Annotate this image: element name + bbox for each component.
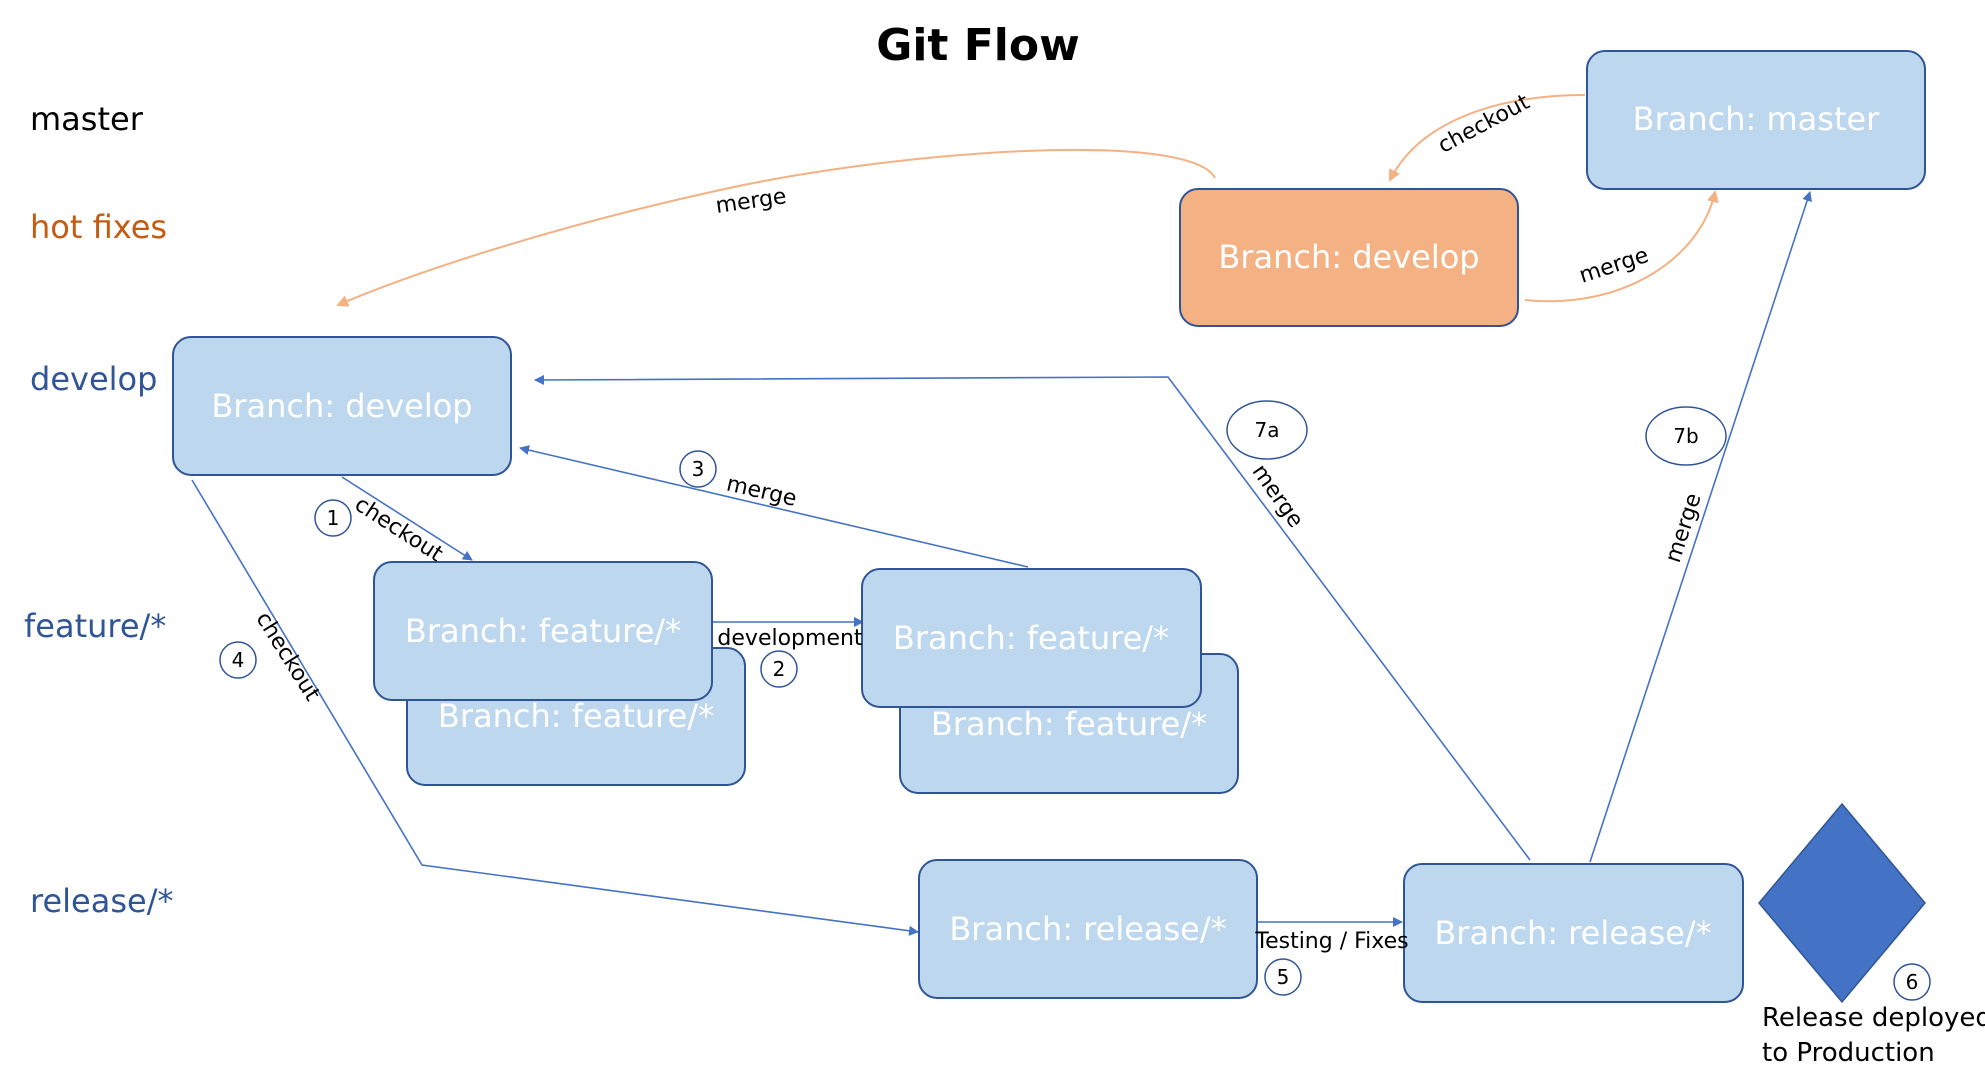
step-marker-1-label: 1: [327, 506, 340, 530]
edge-merge-hotfix-develop: [336, 148, 1216, 307]
step-marker-7a: [1226, 400, 1308, 460]
box-branch-release-1: [918, 859, 1258, 999]
step-marker-1: [314, 499, 352, 537]
edge-merge-release-master: [1589, 191, 1812, 863]
production-note-line2: to Production: [1762, 1038, 1935, 1068]
box-branch-feature-1-back-label: Branch: feature/*: [438, 697, 714, 735]
lane-master: master: [30, 100, 144, 138]
step-marker-6-label: 6: [1906, 970, 1919, 994]
step-marker-7a-label: 7a: [1255, 418, 1280, 442]
label-feature-checkout: checkout: [350, 492, 448, 567]
step-marker-2: [760, 650, 798, 688]
box-branch-develop-label: Branch: develop: [211, 387, 472, 425]
box-branch-hotfix: [1179, 188, 1519, 327]
box-branch-master-label: Branch: master: [1633, 100, 1881, 138]
step-marker-4-label: 4: [232, 648, 245, 672]
box-branch-release-2-label: Branch: release/*: [1434, 914, 1711, 952]
step-marker-6: [1893, 963, 1931, 1001]
label-release-testing: Testing / Fixes: [1254, 929, 1408, 954]
box-branch-feature-1-front: [373, 561, 713, 701]
step-marker-2-label: 2: [773, 657, 786, 681]
edge-checkout-master-hotfix: [1389, 94, 1586, 182]
label-hotfix-merge-master: merge: [1576, 243, 1651, 289]
edge-checkout-develop-feature: [341, 476, 473, 561]
step-marker-7b: [1645, 406, 1727, 466]
step-marker-5: [1264, 958, 1302, 996]
production-note-line1: Release deployed: [1762, 1003, 1985, 1033]
step-marker-5-label: 5: [1277, 965, 1290, 989]
step-marker-4: [219, 641, 257, 679]
lane-feature: feature/*: [24, 607, 166, 645]
box-branch-release-1-label: Branch: release/*: [949, 910, 1226, 948]
step-marker-3: [679, 450, 717, 488]
step-marker-3-label: 3: [692, 457, 705, 481]
edge-merge-hotfix-master: [1524, 190, 1719, 303]
label-feature-development: development: [717, 626, 863, 651]
label-release-checkout: checkout: [251, 608, 325, 706]
lane-release: release/*: [30, 882, 173, 920]
production-diamond-icon: [1758, 802, 1926, 1004]
edge-merge-release-develop: [534, 374, 1531, 861]
box-branch-develop: [172, 336, 512, 476]
lane-develop: develop: [30, 360, 157, 398]
box-branch-feature-1-front-label: Branch: feature/*: [405, 612, 681, 650]
edge-merge-feature-develop: [519, 445, 1029, 568]
edge-checkout-develop-release: [191, 479, 919, 936]
box-branch-hotfix-label: Branch: develop: [1218, 238, 1479, 276]
label-feature-merge: merge: [724, 471, 799, 511]
lane-hotfixes: hot fixes: [30, 208, 167, 246]
box-branch-feature-2-back-label: Branch: feature/*: [931, 705, 1207, 743]
box-branch-feature-2-front-label: Branch: feature/*: [893, 619, 1169, 657]
box-branch-master: [1586, 50, 1926, 190]
step-marker-7b-label: 7b: [1673, 424, 1698, 448]
diagram-title: Git Flow: [876, 20, 1080, 71]
box-branch-release-2: [1403, 863, 1744, 1003]
box-branch-feature-2-front: [861, 568, 1202, 708]
